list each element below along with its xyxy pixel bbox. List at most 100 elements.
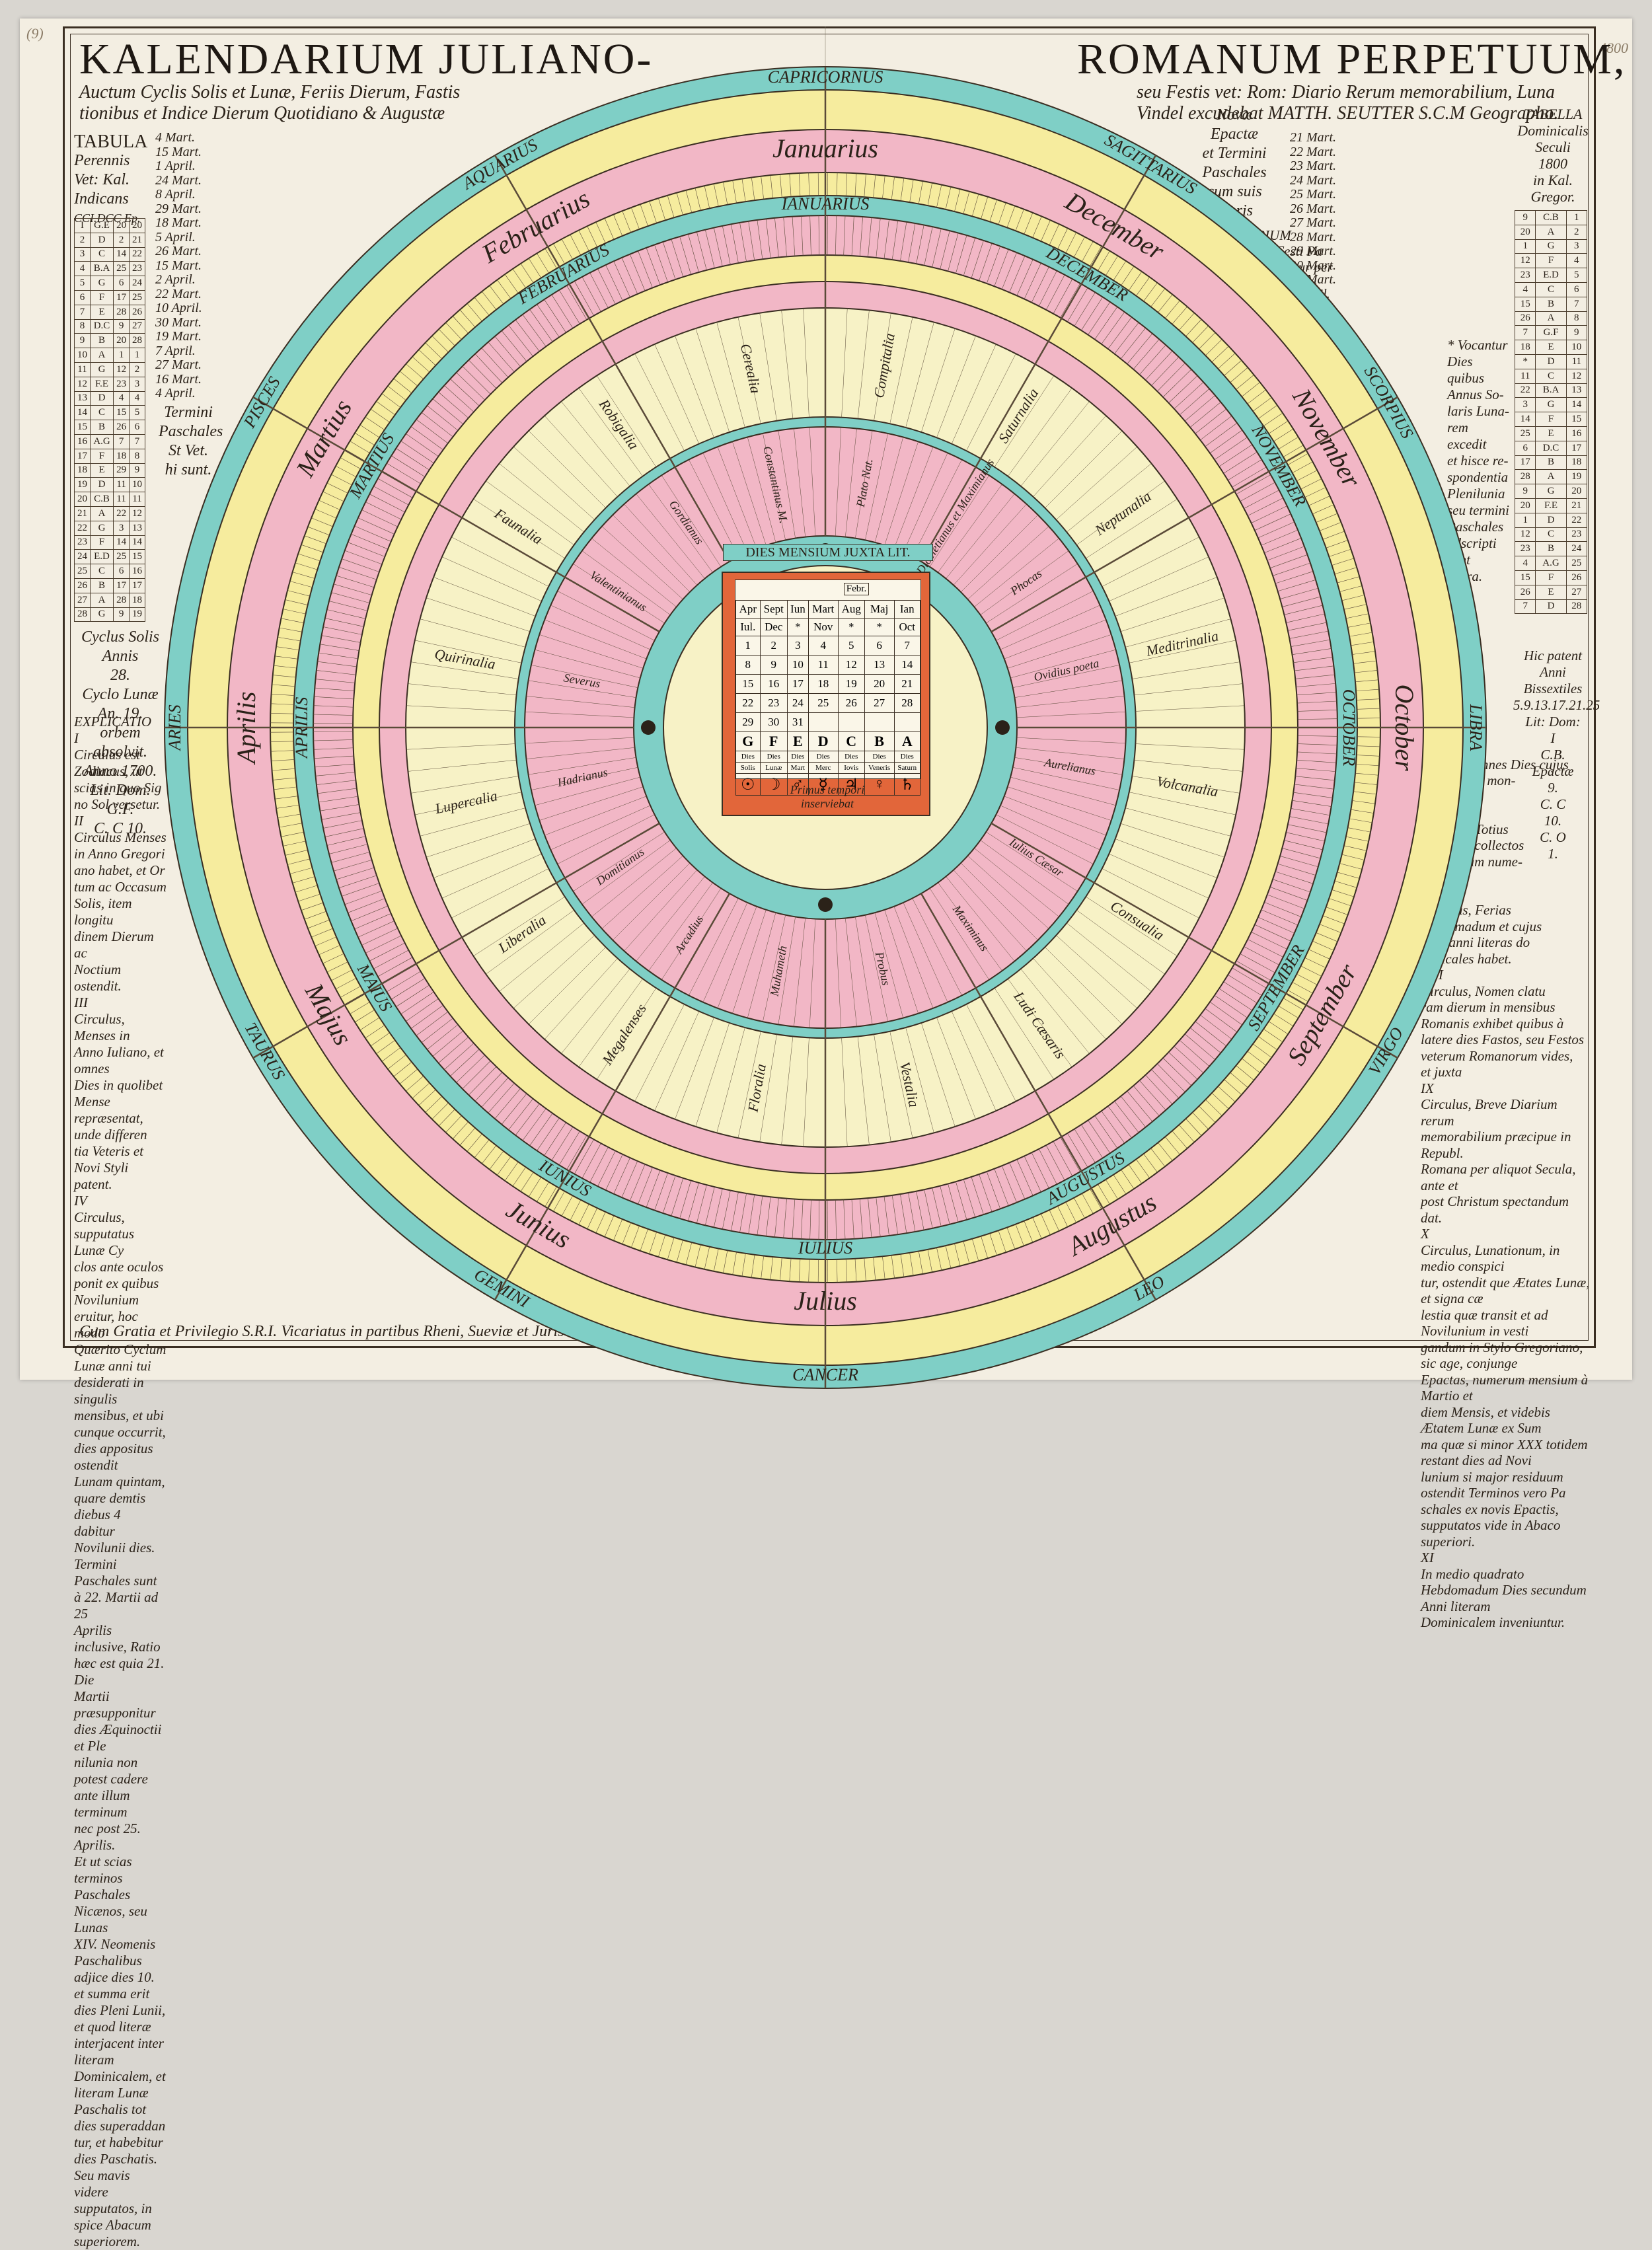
cyclus-line: Cyclo Lunæ	[74, 685, 167, 704]
explicatio-line: dabitur Novilunii dies.	[74, 1523, 167, 1556]
motto-line: Primus tempori	[723, 783, 932, 797]
tabula-title: TABULA	[74, 132, 147, 151]
vocantur-line: sunt	[1447, 552, 1510, 568]
tabula-perennis: TABULA Perennis Vet: Kal. Indicans CCI.D…	[74, 132, 147, 228]
easter-date: 27 Mart.	[155, 358, 215, 373]
explicatio-line: dinem Dierum ac	[74, 928, 167, 961]
circulus-line: latere dies Fastos, seu Festos	[1421, 1031, 1593, 1048]
circulus-line: Circulus, Totius	[1421, 821, 1593, 838]
circulus-line: schales ex novis Epactis, supputatos vid…	[1421, 1501, 1593, 1550]
circulus-line: VI	[1421, 805, 1593, 821]
circulus-line: Circulus, Ferias	[1421, 902, 1593, 919]
easter-date: 22 Mart.	[1290, 145, 1402, 160]
explicatio-line: Dies in quolibet Mense	[74, 1077, 167, 1110]
explicatio-line: in Anno Gregori	[74, 846, 167, 862]
circulus-line: hebdomadum et cujus	[1421, 919, 1593, 935]
vocantur-line: * Vocantur	[1447, 337, 1510, 354]
explicatio-line: cunque occurrit, dies appositus ostendit	[74, 1424, 167, 1474]
tabella-line: TABELLA	[1513, 106, 1593, 122]
circulus-line: memorabilium præcipue in Republ.	[1421, 1129, 1593, 1161]
circulus-line: Romanis exhibet quibus à	[1421, 1016, 1593, 1032]
easter-date: 26 Mart.	[155, 244, 215, 259]
circulus-line: minicales habet.	[1421, 951, 1593, 967]
nb-line: Cyclum Lunarem	[1195, 275, 1340, 291]
month-row: Iul.Dec*Nov**Oct	[736, 619, 920, 636]
title-right: ROMANUM PERPETUUM,	[1077, 34, 1626, 85]
easter-date: 8 April.	[155, 188, 215, 202]
nb-line: quæ retro	[1195, 338, 1340, 354]
easter-date: 18 Mart.	[155, 216, 215, 231]
circulus-line: gandum in Stylo Gregoriano, sic age, con…	[1421, 1339, 1593, 1372]
cyclus-line: Cyclus Solis	[74, 628, 167, 647]
circulus-line: strat.	[1421, 789, 1593, 806]
novae-line: Paschales	[1195, 163, 1274, 182]
tabula-line: Vet: Kal.	[74, 170, 147, 190]
easter-date: 24 Mart.	[155, 174, 215, 188]
explicatio-line: no Sol versetur.	[74, 796, 167, 813]
vocantur-line: Annus So-	[1447, 387, 1510, 403]
circulus-line: Circulus, Nomen clatu	[1421, 983, 1593, 1000]
explicatio-line: Martii præsupponitur dies Æquinoctii et …	[74, 1688, 167, 1754]
subtitle-left-1: Auctum Cyclis Solis et Lunæ, Feriis Dier…	[79, 82, 460, 103]
tabella-line: in Kal. Gregor.	[1513, 172, 1593, 205]
explicatio-line: XIV. Neomenis Paschalibus adjice dies 10…	[74, 1936, 167, 2002]
novae-line: cum suis	[1195, 182, 1274, 202]
vocantur-line: Paschales	[1447, 519, 1510, 535]
left-date-list: 4 Mart.15 Mart.1 April.24 Mart.8 April.2…	[155, 131, 215, 401]
vocantur-line: laris Luna-	[1447, 403, 1510, 420]
circulus-line: In medio quadrato Hebdomadum Dies secund…	[1421, 1566, 1593, 1615]
vocantur-line: spondentia	[1447, 469, 1510, 486]
easter-date: 29 Mart.	[155, 202, 215, 217]
vocantur-line: adscripti	[1447, 535, 1510, 552]
easter-date: 21 Mart.	[1290, 131, 1402, 145]
nb-line: arii.	[1195, 402, 1340, 418]
tabella-line: 1800	[1513, 155, 1593, 172]
tabella-line: Dominicalis	[1513, 122, 1593, 139]
explicatio-line: tur, et habebitur dies Paschatis. Seu ma…	[74, 2134, 167, 2217]
circulus-line: VII	[1421, 886, 1593, 903]
explicatio-line: Lunam quintam, quare demtis diebus 4	[74, 1474, 167, 1523]
circulus-line: veterum Romanorum vides,	[1421, 1048, 1593, 1065]
explicatio-line: scias in quo Sig	[74, 780, 167, 796]
easter-date: 2 April.	[155, 273, 215, 287]
tabella-line: Seculi	[1513, 139, 1593, 155]
explicatio-line: Zodiacus, ut	[74, 763, 167, 780]
nb-line: à Kalend.	[1195, 370, 1340, 386]
explicatio-line: ano habet, et Or	[74, 862, 167, 879]
circulus-line: ma quæ si minor XXX totidem restant dies…	[1421, 1437, 1593, 1469]
circulus-line: Dominicalem inveniuntur.	[1421, 1614, 1593, 1631]
circulus-line: post Christum spectandum dat.	[1421, 1193, 1593, 1226]
circulus-line: Circulus omnes Dies cujus	[1421, 757, 1593, 773]
easter-date: 23 Mart.	[1290, 159, 1402, 174]
easter-date: 16 Mart.	[155, 373, 215, 387]
